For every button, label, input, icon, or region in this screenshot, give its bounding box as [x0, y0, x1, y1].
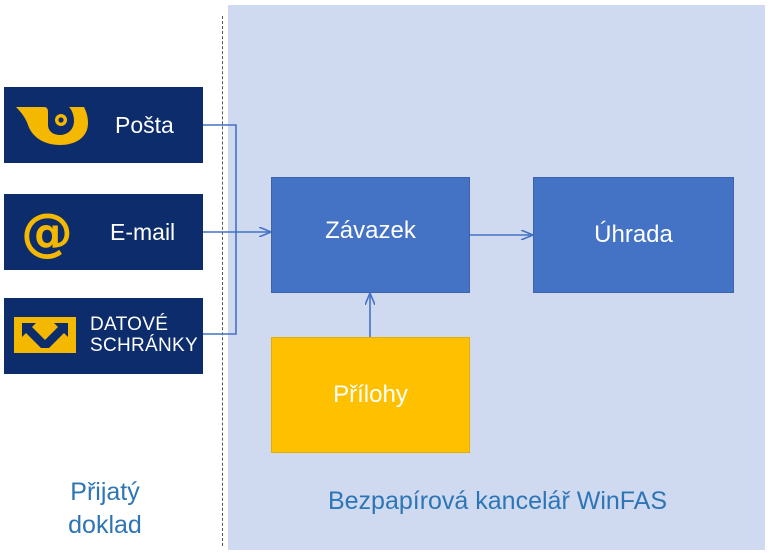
datove-schranky-logo-icon: [14, 317, 76, 353]
node-zavazek-label: Závazek: [325, 217, 416, 244]
svg-text:@: @: [21, 206, 73, 260]
node-prilohy: Přílohy: [271, 337, 470, 453]
node-uhrada-label: Úhrada: [594, 221, 673, 248]
datove-line1: DATOVÉ: [90, 314, 169, 335]
caption-prijaty-doklad: Přijatý doklad: [20, 476, 190, 541]
posthorn-icon: [16, 107, 88, 145]
section-divider: [222, 16, 223, 546]
source-email: @ E-mail: [4, 194, 203, 270]
node-zavazek: Závazek: [271, 177, 470, 293]
datove-schranky-text: DATOVÉ SCHRÁNKY: [90, 314, 198, 357]
node-prilohy-label: Přílohy: [333, 381, 408, 408]
source-posta-label: Pošta: [115, 112, 174, 138]
node-uhrada: Úhrada: [533, 177, 734, 293]
source-email-label: E-mail: [110, 219, 176, 245]
caption-winfas: Bezpapírová kancelář WinFAS: [327, 487, 668, 515]
caption-left-line2: doklad: [68, 510, 142, 539]
source-posta: Pošta: [4, 87, 203, 163]
source-datove-schranky: DATOVÉ SCHRÁNKY: [4, 298, 203, 374]
at-sign-icon: @: [21, 206, 73, 260]
datove-line2: SCHRÁNKY: [90, 334, 198, 356]
caption-left-line1: Přijatý: [70, 478, 140, 506]
